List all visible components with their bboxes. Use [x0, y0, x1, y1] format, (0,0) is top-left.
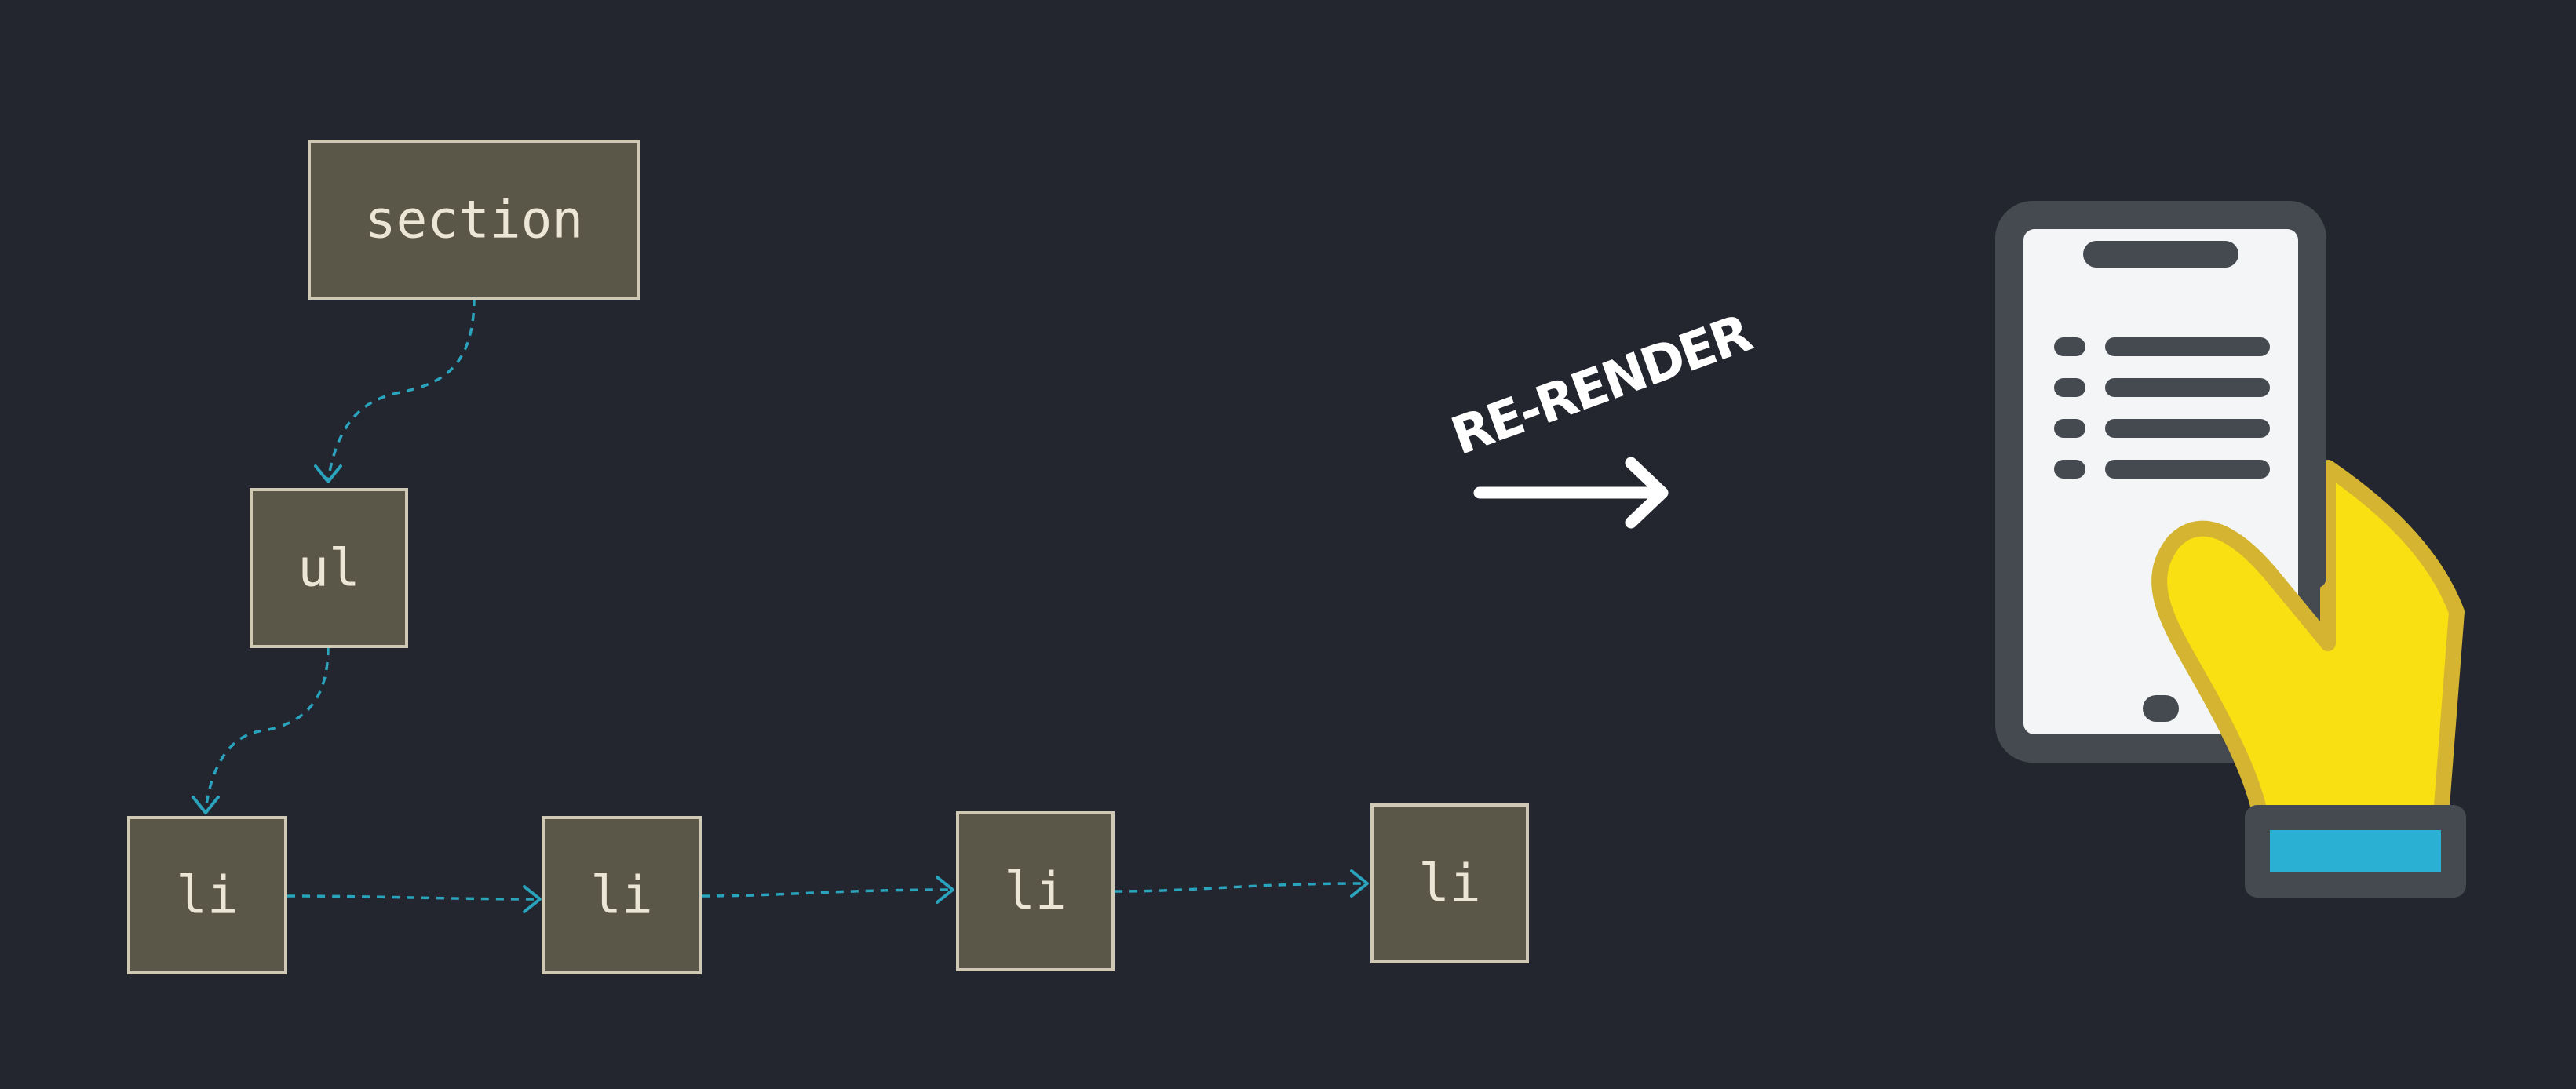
phone-speaker: [2083, 241, 2238, 268]
node-li-1-label: li: [176, 865, 238, 926]
node-li-1: li: [127, 816, 287, 974]
node-li-4-label: li: [1418, 854, 1480, 914]
node-li-1-box: [127, 816, 287, 974]
node-ul: ul: [250, 488, 408, 648]
node-li-4-box: [1370, 803, 1529, 963]
node-li-2-box: [542, 816, 702, 974]
sleeve-band: [2270, 830, 2441, 872]
edge-li-3-to-li-4: [1114, 882, 1365, 893]
edge-li-3-to-li-4-arrowhead: [1350, 869, 1369, 898]
edge-ul-to-li-1: [204, 646, 330, 812]
node-ul-label: ul: [297, 538, 359, 599]
phone-side-edge: [2300, 361, 2326, 588]
phone-home-button: [2143, 695, 2179, 722]
node-section-label: section: [365, 190, 583, 250]
node-li-3-label: li: [1004, 861, 1066, 922]
screen-list-icon: [2054, 337, 2270, 479]
node-li-2-label: li: [590, 865, 652, 926]
node-li-3: li: [956, 811, 1115, 971]
edge-li-1-to-li-2-arrowhead: [523, 885, 542, 913]
node-li-4: li: [1370, 803, 1529, 963]
rerender-label: RE-RENDER: [1443, 303, 1760, 467]
node-li-3-box: [956, 811, 1115, 971]
node-ul-box: [250, 488, 408, 648]
node-section-box: [308, 140, 640, 300]
phone-in-hand-icon: [1995, 201, 2466, 898]
edge-li-2-to-li-3-arrowhead: [936, 876, 954, 904]
edge-section-to-ul-arrowhead: [314, 464, 342, 483]
rerender-group: RE-RENDER: [1443, 303, 1760, 529]
node-section: section: [308, 140, 640, 300]
edge-section-to-ul: [327, 297, 476, 481]
hand: [2151, 460, 2465, 824]
right-arrow-icon: [1473, 457, 1669, 529]
edge-li-1-to-li-2: [286, 894, 538, 901]
edge-li-2-to-li-3: [701, 888, 950, 898]
node-li-2: li: [542, 816, 702, 974]
edge-ul-to-li-1-arrowhead: [192, 796, 220, 814]
edges: [192, 297, 1369, 913]
